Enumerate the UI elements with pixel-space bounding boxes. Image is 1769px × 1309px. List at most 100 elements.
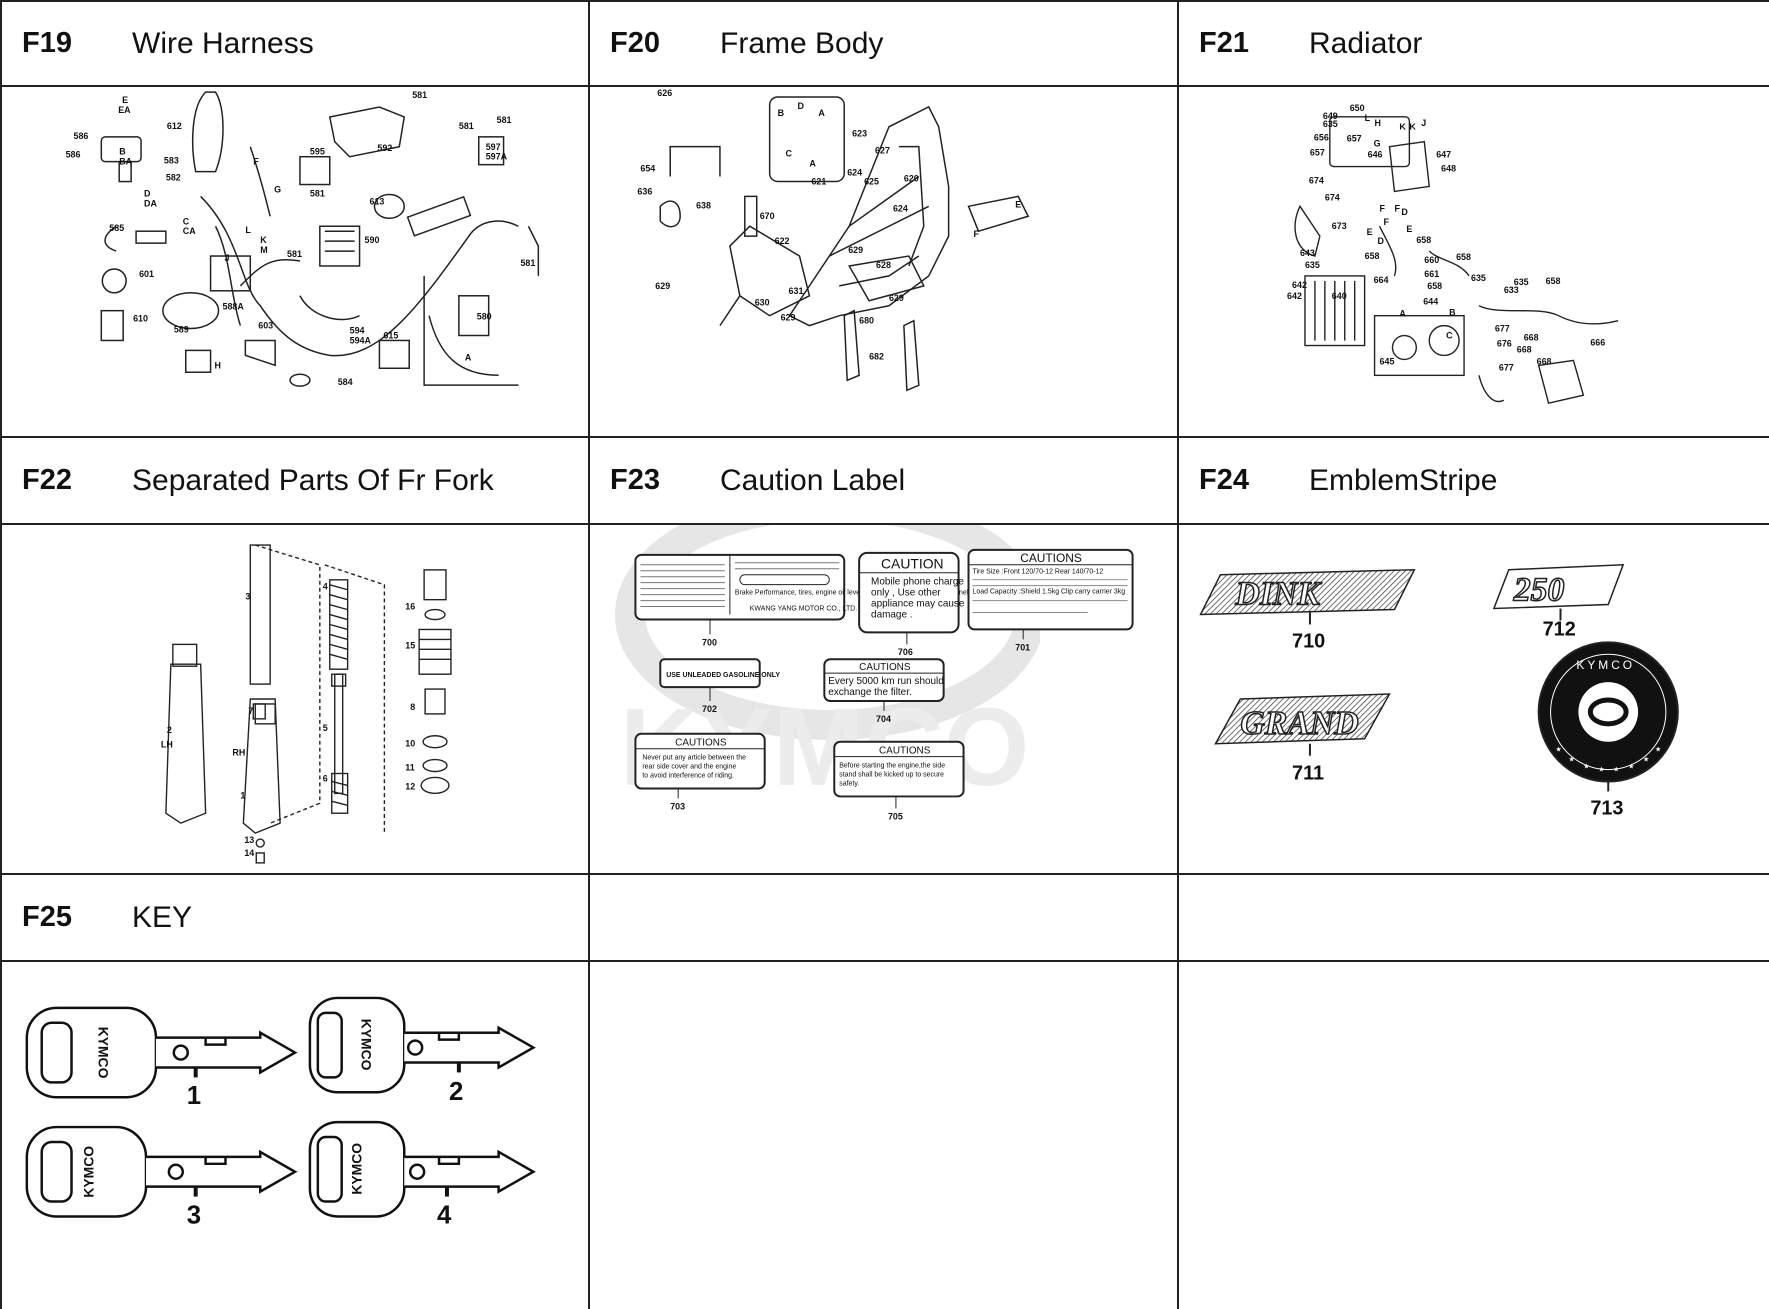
svg-text:626: 626 (657, 88, 672, 98)
svg-text:E: E (122, 95, 128, 105)
svg-text:KYMCO: KYMCO (349, 1143, 365, 1195)
svg-text:Never put any article between: Never put any article between the (642, 755, 746, 762)
svg-text:631: 631 (789, 286, 804, 296)
svg-text:630: 630 (755, 298, 770, 308)
svg-text:M: M (260, 245, 267, 255)
svg-text:Tire Size :Front 120/70-12: Tire Size :Front 120/70-12 Rear 140/70-1… (972, 569, 1103, 576)
key-1: KYMCO 1 (25, 1006, 298, 1110)
front-fork-diagram: 3 4 16 15 7 8 5 2 LH RH 10 11 12 6 1 13 … (161, 544, 452, 864)
svg-text:629: 629 (655, 281, 670, 291)
label-701: CAUTIONS Tire Size :Front 120/70-12 Rear… (967, 548, 1134, 652)
svg-text:597: 597 (486, 142, 501, 152)
svg-text:CAUTIONS: CAUTIONS (879, 746, 931, 757)
svg-text:Every 5000 km run should: Every 5000 km run should (828, 676, 943, 687)
svg-text:2: 2 (167, 725, 172, 735)
svg-text:666: 666 (1590, 338, 1605, 348)
svg-text:676: 676 (1497, 339, 1512, 349)
svg-text:Load Capacity :Shield 1.5kg: Load Capacity :Shield 1.5kg Clip carry c… (972, 589, 1125, 596)
label-704: CAUTIONS Every 5000 km run should exchan… (823, 658, 945, 724)
svg-text:581: 581 (520, 258, 535, 268)
svg-text:677: 677 (1495, 324, 1510, 334)
svg-text:629: 629 (848, 245, 863, 255)
svg-text:★: ★ (1556, 746, 1562, 754)
figure-code: F24 (1199, 464, 1249, 496)
svg-text:A: A (809, 159, 816, 169)
svg-text:670: 670 (760, 211, 775, 221)
body-f24: DINK 710 250 712 GRAND 711 (1179, 525, 1769, 875)
svg-text:KYMCO: KYMCO (359, 1019, 375, 1071)
svg-text:647: 647 (1436, 150, 1451, 160)
svg-text:646: 646 (1368, 150, 1383, 160)
svg-text:★: ★ (1613, 766, 1619, 774)
svg-text:615: 615 (383, 330, 398, 340)
svg-text:629: 629 (889, 293, 904, 303)
label-700-text: Brake Performance, tires, engine oil lev… (735, 590, 969, 597)
svg-text:F: F (1394, 203, 1400, 213)
part-number: 701 (1015, 642, 1030, 652)
svg-text:589: 589 (174, 325, 189, 335)
svg-text:K: K (1399, 122, 1406, 132)
svg-text:635: 635 (1323, 119, 1338, 129)
svg-text:F: F (253, 157, 259, 167)
svg-text:657: 657 (1347, 134, 1362, 144)
svg-text:C: C (1446, 331, 1453, 341)
svg-text:661: 661 (1424, 269, 1439, 279)
svg-text:H: H (1375, 118, 1381, 128)
key-number: 3 (187, 1201, 201, 1229)
svg-text:595: 595 (310, 147, 325, 157)
part-number: 713 (1590, 797, 1623, 819)
svg-text:★: ★ (1628, 763, 1634, 771)
figure-code: F19 (22, 27, 72, 59)
svg-text:D: D (1401, 207, 1408, 217)
body-f22: 3 4 16 15 7 8 5 2 LH RH 10 11 12 6 1 13 … (0, 525, 590, 875)
body-empty-3 (1179, 962, 1769, 1309)
part-number: 702 (702, 704, 717, 714)
svg-text:633: 633 (1504, 285, 1519, 295)
svg-text:581: 581 (287, 249, 302, 259)
svg-text:583: 583 (164, 156, 179, 166)
svg-text:648: 648 (1441, 164, 1456, 174)
part-number: 710 (1292, 630, 1325, 652)
emblem-710: DINK 710 (1199, 568, 1416, 652)
figure-title: KEY (132, 900, 193, 934)
label-705: CAUTIONS Before starting the engine,the … (833, 740, 965, 821)
svg-text:stand shall be kicked up to se: stand shall be kicked up to secure (839, 772, 944, 779)
svg-text:A: A (1399, 309, 1406, 319)
svg-text:Before starting the engine,the: Before starting the engine,the side (839, 763, 945, 770)
svg-text:CAUTIONS: CAUTIONS (859, 662, 911, 673)
svg-text:B: B (1449, 308, 1456, 318)
label-702: USE UNLEADED GASOLINE ONLY 702 (659, 658, 780, 714)
svg-text:664: 664 (1374, 275, 1389, 285)
svg-text:581: 581 (497, 115, 512, 125)
caution-labels: Brake Performance, tires, engine oil lev… (634, 548, 1134, 821)
svg-text:623: 623 (852, 129, 867, 139)
svg-text:620: 620 (904, 173, 919, 183)
svg-text:CAUTIONS: CAUTIONS (1020, 551, 1082, 565)
svg-text:G: G (274, 184, 281, 194)
svg-text:4: 4 (323, 582, 328, 592)
svg-text:10: 10 (405, 739, 415, 749)
figure-code: F20 (610, 27, 660, 59)
figure-title: Radiator (1309, 26, 1423, 60)
svg-text:658: 658 (1427, 281, 1442, 291)
svg-text:CAUTION: CAUTION (881, 556, 944, 572)
part-number: 711 (1292, 763, 1324, 785)
svg-text:650: 650 (1350, 103, 1365, 113)
wire-harness-diagram: E EA 612 586 586 B BA 583 582 D DA 585 C… (66, 90, 540, 387)
svg-text:621: 621 (811, 176, 826, 186)
body-f25: KYMCO 1 KYMCO 2 (0, 962, 590, 1309)
svg-text:KYMCO: KYMCO (95, 1027, 111, 1079)
body-f19: E EA 612 586 586 B BA 583 582 D DA 585 C… (0, 87, 590, 438)
svg-text:safety.: safety. (839, 781, 859, 788)
svg-text:581: 581 (310, 188, 325, 198)
label-700: Brake Performance, tires, engine oil lev… (634, 553, 969, 647)
svg-text:586: 586 (74, 131, 89, 141)
svg-text:12: 12 (405, 781, 415, 791)
svg-text:E: E (1406, 224, 1412, 234)
svg-text:642: 642 (1287, 291, 1302, 301)
svg-text:586: 586 (66, 150, 81, 160)
svg-text:D: D (797, 101, 804, 111)
radiator-diagram: 649 650 635 L H K K J 656 657 G 657 646 … (1287, 103, 1619, 405)
key-3: KYMCO 3 (25, 1125, 298, 1229)
svg-text:★: ★ (1583, 763, 1589, 771)
